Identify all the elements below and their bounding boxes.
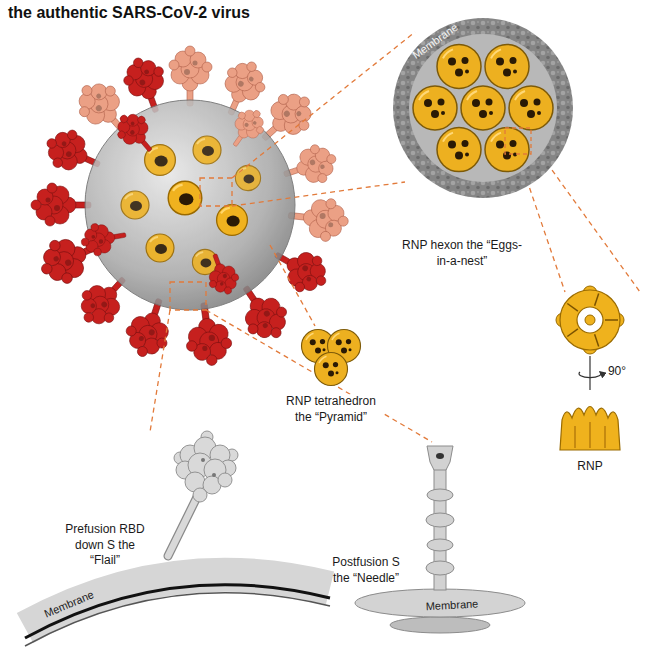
leader-line bbox=[270, 245, 315, 326]
rnp-core bbox=[585, 315, 595, 325]
rotation-angle: 90° bbox=[608, 364, 626, 380]
rotation-arrow bbox=[579, 372, 601, 378]
rnp-particle bbox=[509, 86, 553, 130]
rnp-particle bbox=[437, 128, 481, 172]
spike-protein bbox=[31, 183, 91, 226]
spike-proteins bbox=[31, 46, 350, 369]
rnp-top-view bbox=[556, 286, 624, 354]
membrane-disc bbox=[355, 589, 525, 617]
rnp-gaps bbox=[567, 293, 618, 346]
needle-head bbox=[427, 446, 453, 470]
spike-protein bbox=[79, 219, 129, 259]
virus-envelope bbox=[85, 100, 295, 310]
rnp-particle bbox=[485, 128, 529, 172]
needle-hole bbox=[436, 453, 444, 459]
rotation-axis bbox=[589, 356, 590, 390]
membrane-label: Membrane bbox=[409, 20, 460, 62]
rnp-particle bbox=[315, 353, 348, 386]
leader-line bbox=[232, 32, 415, 178]
structure-caption: Prefusion RBD down S the “Flail” bbox=[64, 522, 146, 569]
rnp-particle bbox=[485, 44, 529, 88]
spike-stalk bbox=[168, 495, 198, 556]
zoom-box bbox=[505, 128, 531, 154]
needle-segment bbox=[426, 561, 454, 575]
leader-line bbox=[232, 182, 405, 206]
zoom-box bbox=[170, 282, 206, 310]
rnp-tetrahedron bbox=[302, 330, 361, 386]
structure-caption: RNP hexon the “Eggs-in-a-nest” bbox=[400, 238, 525, 269]
hexon-interior bbox=[409, 34, 557, 182]
structure-caption: RNP tetrahedron the “Pyramid” bbox=[279, 394, 383, 425]
rnp-particle bbox=[437, 44, 481, 88]
rnp-hexon bbox=[393, 18, 573, 198]
rotation-symbol bbox=[579, 356, 601, 390]
postfusion-spike bbox=[355, 446, 525, 633]
spike-protein bbox=[109, 105, 163, 160]
spike-head bbox=[174, 431, 238, 502]
rnp-particle bbox=[168, 181, 202, 215]
rnp-particle bbox=[193, 136, 221, 164]
membrane-band bbox=[25, 575, 330, 646]
front-spike-proteins bbox=[79, 103, 272, 299]
needle-segment bbox=[427, 539, 453, 551]
membrane-line bbox=[25, 585, 330, 638]
spike-protein bbox=[286, 195, 350, 244]
rnp-particles bbox=[121, 136, 261, 275]
spike-protein bbox=[223, 103, 272, 155]
rnp-particle bbox=[192, 249, 217, 274]
leader-line bbox=[150, 310, 170, 432]
leader-line bbox=[206, 310, 432, 442]
spike-protein bbox=[169, 46, 212, 106]
membrane-band bbox=[25, 575, 330, 628]
rnp-particle bbox=[121, 191, 149, 219]
prefusion-spike bbox=[168, 431, 238, 556]
zoom-box bbox=[200, 178, 232, 206]
membrane-disc bbox=[393, 18, 573, 198]
rnp-shading bbox=[575, 422, 605, 448]
spike-protein bbox=[200, 249, 243, 299]
rnp-side-view bbox=[560, 407, 620, 451]
spike-stalk bbox=[168, 495, 198, 556]
rnp-particle bbox=[146, 234, 174, 262]
rnp-particle bbox=[235, 165, 260, 190]
rnp-particle bbox=[461, 86, 505, 130]
rnp-ring bbox=[560, 290, 620, 350]
structure-caption: Postfusion S the “Needle” bbox=[326, 555, 406, 586]
membrane-label: Membrane bbox=[42, 587, 96, 621]
needle-segment bbox=[427, 489, 453, 501]
rnp-particle bbox=[217, 205, 248, 236]
membrane-label: Membrane bbox=[425, 596, 478, 613]
needle-segment bbox=[426, 513, 454, 527]
rnp-particle bbox=[413, 86, 457, 130]
structure-caption: RNP bbox=[577, 459, 602, 475]
rnp-crown bbox=[560, 407, 620, 451]
membrane-layer bbox=[390, 617, 490, 633]
figure-title: the authentic SARS-CoV-2 virus bbox=[8, 4, 250, 22]
